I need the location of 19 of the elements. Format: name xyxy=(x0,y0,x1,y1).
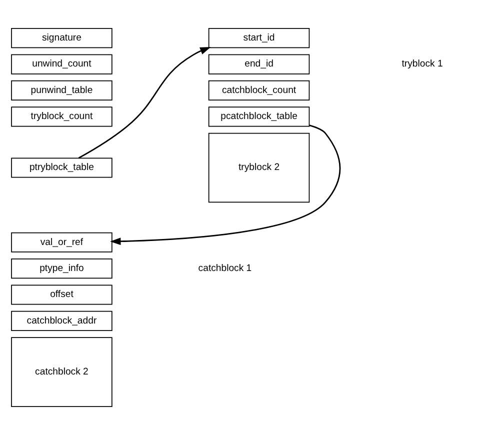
arrow xyxy=(110,124,341,246)
node-box: signature xyxy=(11,28,112,48)
node-box: start_id xyxy=(208,28,310,48)
node-box: val_or_ref xyxy=(11,232,112,252)
arrow xyxy=(78,46,211,159)
node-box: catchblock_addr xyxy=(11,310,112,331)
node-box: ptryblock_table xyxy=(11,158,112,178)
node-box: end_id xyxy=(208,54,310,74)
node-box: tryblock_count xyxy=(11,106,112,127)
node-box: offset xyxy=(11,284,112,305)
node-box: catchblock 2 xyxy=(11,337,112,407)
node-box: tryblock 2 xyxy=(208,132,310,203)
node-box: ptype_info xyxy=(11,258,112,279)
node-box: unwind_count xyxy=(11,54,112,74)
node-box: catchblock_count xyxy=(208,80,310,101)
label: catchblock 1 xyxy=(198,263,252,274)
node-box: pcatchblock_table xyxy=(208,106,310,127)
node-box: punwind_table xyxy=(11,80,112,101)
label: tryblock 1 xyxy=(402,58,443,70)
